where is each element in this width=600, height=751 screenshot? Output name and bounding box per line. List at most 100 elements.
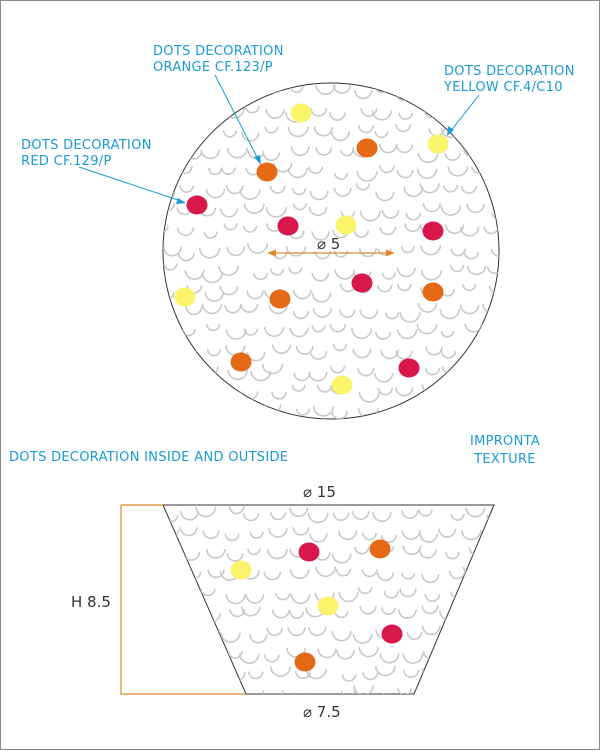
texture-dimple bbox=[450, 513, 465, 521]
texture-dimple bbox=[425, 346, 443, 356]
texture-dimple bbox=[290, 146, 310, 157]
texture-dimple bbox=[377, 387, 394, 396]
texture-dimple bbox=[218, 389, 238, 399]
texture-dimple bbox=[244, 410, 262, 419]
impronta-label: IMPRONTA bbox=[470, 434, 540, 449]
texture-dimple bbox=[248, 671, 264, 680]
texture-dimple bbox=[243, 328, 258, 336]
texture-dimple bbox=[340, 149, 354, 157]
texture-dimple bbox=[493, 190, 499, 200]
texture-dimple bbox=[163, 103, 177, 112]
texture-dimple bbox=[379, 226, 397, 236]
texture-dimple bbox=[485, 588, 494, 597]
side-dots bbox=[230, 539, 403, 672]
texture-dimple bbox=[440, 330, 455, 338]
texture-dimple bbox=[333, 187, 352, 197]
texture-dimple bbox=[332, 343, 348, 352]
texture-dimple bbox=[424, 367, 441, 376]
texture-dimple bbox=[464, 323, 483, 333]
texture-dimple bbox=[208, 168, 223, 176]
texture-dimple bbox=[310, 108, 328, 117]
texture-dimple bbox=[489, 612, 494, 621]
texture-dimple bbox=[243, 513, 259, 522]
texture-dimple bbox=[491, 689, 494, 694]
texture-dimple bbox=[482, 365, 499, 376]
texture-dimple bbox=[182, 593, 200, 602]
texture-dimple bbox=[467, 388, 490, 400]
yellow-dot bbox=[317, 596, 339, 616]
texture-dimple bbox=[289, 568, 310, 579]
texture-dimple bbox=[307, 512, 329, 524]
callout-red-leader bbox=[78, 166, 182, 202]
texture-dimple bbox=[397, 283, 412, 292]
texture-dimple bbox=[420, 270, 442, 281]
texture-dimple bbox=[315, 147, 333, 156]
texture-dimple bbox=[403, 186, 424, 197]
texture-dimple bbox=[163, 654, 182, 665]
texture-dimple bbox=[244, 84, 263, 94]
texture-dimple bbox=[400, 246, 415, 254]
texture-dimple bbox=[305, 668, 327, 680]
texture-dimple bbox=[362, 532, 377, 541]
texture-dimple bbox=[351, 328, 373, 339]
texture-dimple bbox=[381, 209, 400, 219]
texture-dimple bbox=[246, 290, 264, 300]
texture-dimple bbox=[492, 652, 494, 661]
texture-dimple bbox=[395, 144, 414, 154]
texture-dimple bbox=[401, 530, 421, 540]
texture-dimple bbox=[179, 527, 198, 537]
texture-dimple bbox=[270, 512, 286, 521]
texture-dimple bbox=[200, 588, 216, 597]
texture-dimple bbox=[396, 267, 416, 278]
texture-dimple bbox=[291, 384, 306, 392]
texture-dimple bbox=[417, 303, 438, 313]
texture-dimple bbox=[227, 369, 249, 381]
texture-dimple bbox=[163, 366, 180, 376]
texture-dimple bbox=[245, 594, 265, 604]
texture-dimple bbox=[353, 685, 374, 694]
texture-dimple bbox=[482, 671, 494, 682]
texture-dimple bbox=[163, 403, 179, 414]
texture-dimple bbox=[228, 506, 245, 515]
texture-dimple bbox=[397, 328, 418, 340]
callout-red-line2: RED CF.129/P bbox=[21, 154, 112, 169]
texture-dimple bbox=[240, 303, 259, 313]
texture-dimple bbox=[463, 112, 478, 120]
texture-dimple bbox=[335, 568, 352, 577]
red-dot bbox=[381, 624, 403, 644]
callout-yellow-arrow-icon bbox=[447, 126, 454, 136]
texture-dimple bbox=[217, 265, 240, 276]
texture-dimple bbox=[396, 169, 414, 179]
texture-dimple bbox=[178, 411, 199, 419]
texture-dimple bbox=[339, 309, 356, 318]
texture-dimple bbox=[308, 626, 327, 637]
yellow-dot bbox=[427, 134, 449, 154]
top-view: ⌀ 5 bbox=[162, 82, 500, 420]
texture-dimple bbox=[248, 634, 268, 644]
callout-yellow-line2: YELLOW CF.4/C10 bbox=[443, 80, 563, 95]
texture-dimple bbox=[490, 248, 499, 257]
texture-dimple bbox=[483, 163, 499, 174]
orange-dot bbox=[269, 289, 291, 309]
texture-dimple bbox=[217, 690, 237, 694]
texture-dimple bbox=[353, 230, 370, 238]
texture-dimple bbox=[285, 246, 307, 257]
texture-dimple bbox=[271, 344, 292, 354]
texture-dimple bbox=[180, 511, 200, 521]
orange-dot bbox=[369, 539, 391, 559]
texture-dimple bbox=[385, 312, 400, 320]
texture-dimple bbox=[203, 231, 218, 239]
texture-dimple bbox=[268, 528, 288, 538]
texture-dimple bbox=[289, 507, 309, 517]
texture-dimple bbox=[446, 104, 467, 115]
texture-dimple bbox=[271, 609, 291, 619]
texture-dimple bbox=[421, 574, 440, 584]
texture-dimple bbox=[440, 205, 462, 216]
texture-dimple bbox=[449, 264, 465, 273]
texture-dimple bbox=[295, 345, 314, 355]
texture-dimple bbox=[309, 351, 328, 360]
texture-dimple bbox=[163, 606, 173, 617]
texture-dimple bbox=[380, 534, 398, 544]
texture-dimple bbox=[333, 84, 352, 94]
texture-dimple bbox=[205, 188, 226, 199]
